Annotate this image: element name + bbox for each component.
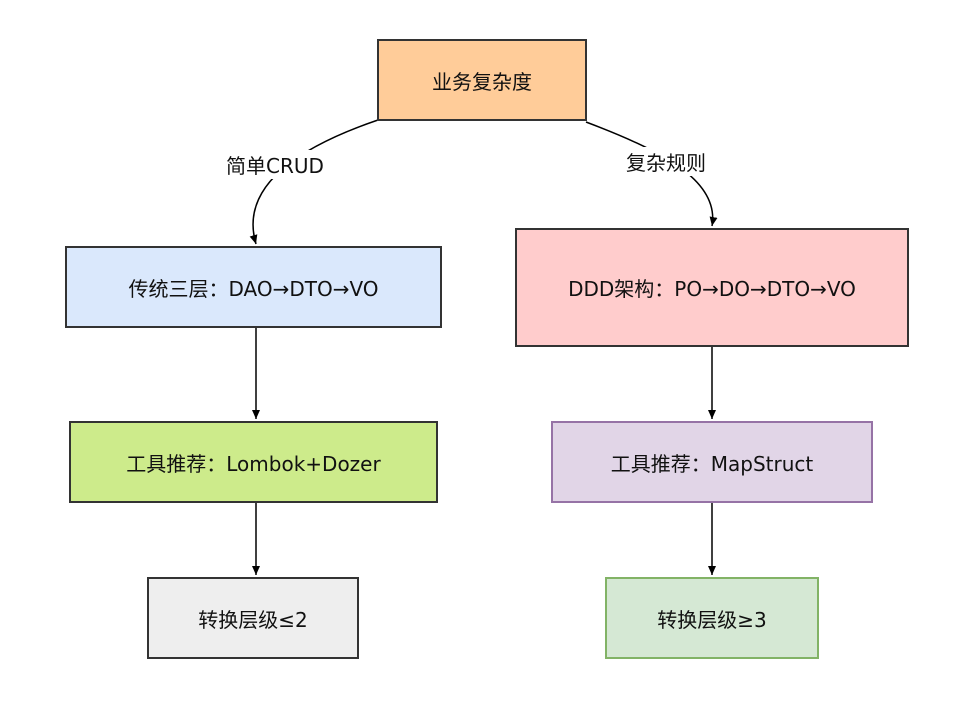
edge-simple-crud <box>249 119 379 245</box>
node-level-ge-3: 转换层级≥3 <box>605 577 819 659</box>
edge-label-simple-crud: 简单CRUD <box>222 150 328 179</box>
node-ddd-architecture: DDD架构：PO→DO→DTO→VO <box>515 228 909 347</box>
node-traditional-three-layer: 传统三层：DAO→DTO→VO <box>65 246 442 328</box>
node-level-le-2: 转换层级≤2 <box>147 577 359 659</box>
node-tool-lombok-dozer: 工具推荐：Lombok+Dozer <box>69 421 438 503</box>
node-tool-mapstruct: 工具推荐：MapStruct <box>551 421 873 503</box>
node-business-complexity: 业务复杂度 <box>377 39 587 121</box>
edge-label-complex-rules: 复杂规则 <box>622 147 710 176</box>
